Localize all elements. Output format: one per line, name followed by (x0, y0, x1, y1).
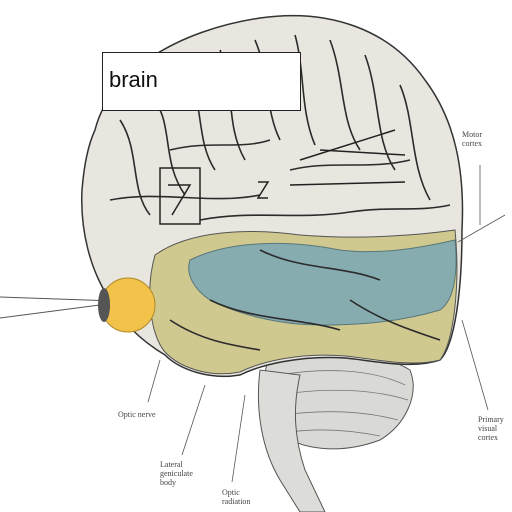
eyeball (98, 277, 156, 333)
annotation-optic-radiation: Optic radiation (222, 488, 251, 506)
annotation-lines (147, 165, 506, 483)
caption-text: brain (109, 67, 158, 92)
annotation-motor-cortex: Motor cortex (462, 130, 482, 148)
annotation-primary-visual: Primary visual cortex (478, 415, 504, 442)
caption-box: brain (102, 52, 301, 111)
brainstem (257, 369, 326, 512)
optic-lines (0, 296, 116, 319)
annotation-lateral-geniculate: Lateral geniculate body (160, 460, 193, 487)
diagram-markers (159, 129, 406, 225)
annotation-optic-nerve: Optic nerve (118, 410, 156, 419)
cortex-sulci (109, 34, 451, 351)
